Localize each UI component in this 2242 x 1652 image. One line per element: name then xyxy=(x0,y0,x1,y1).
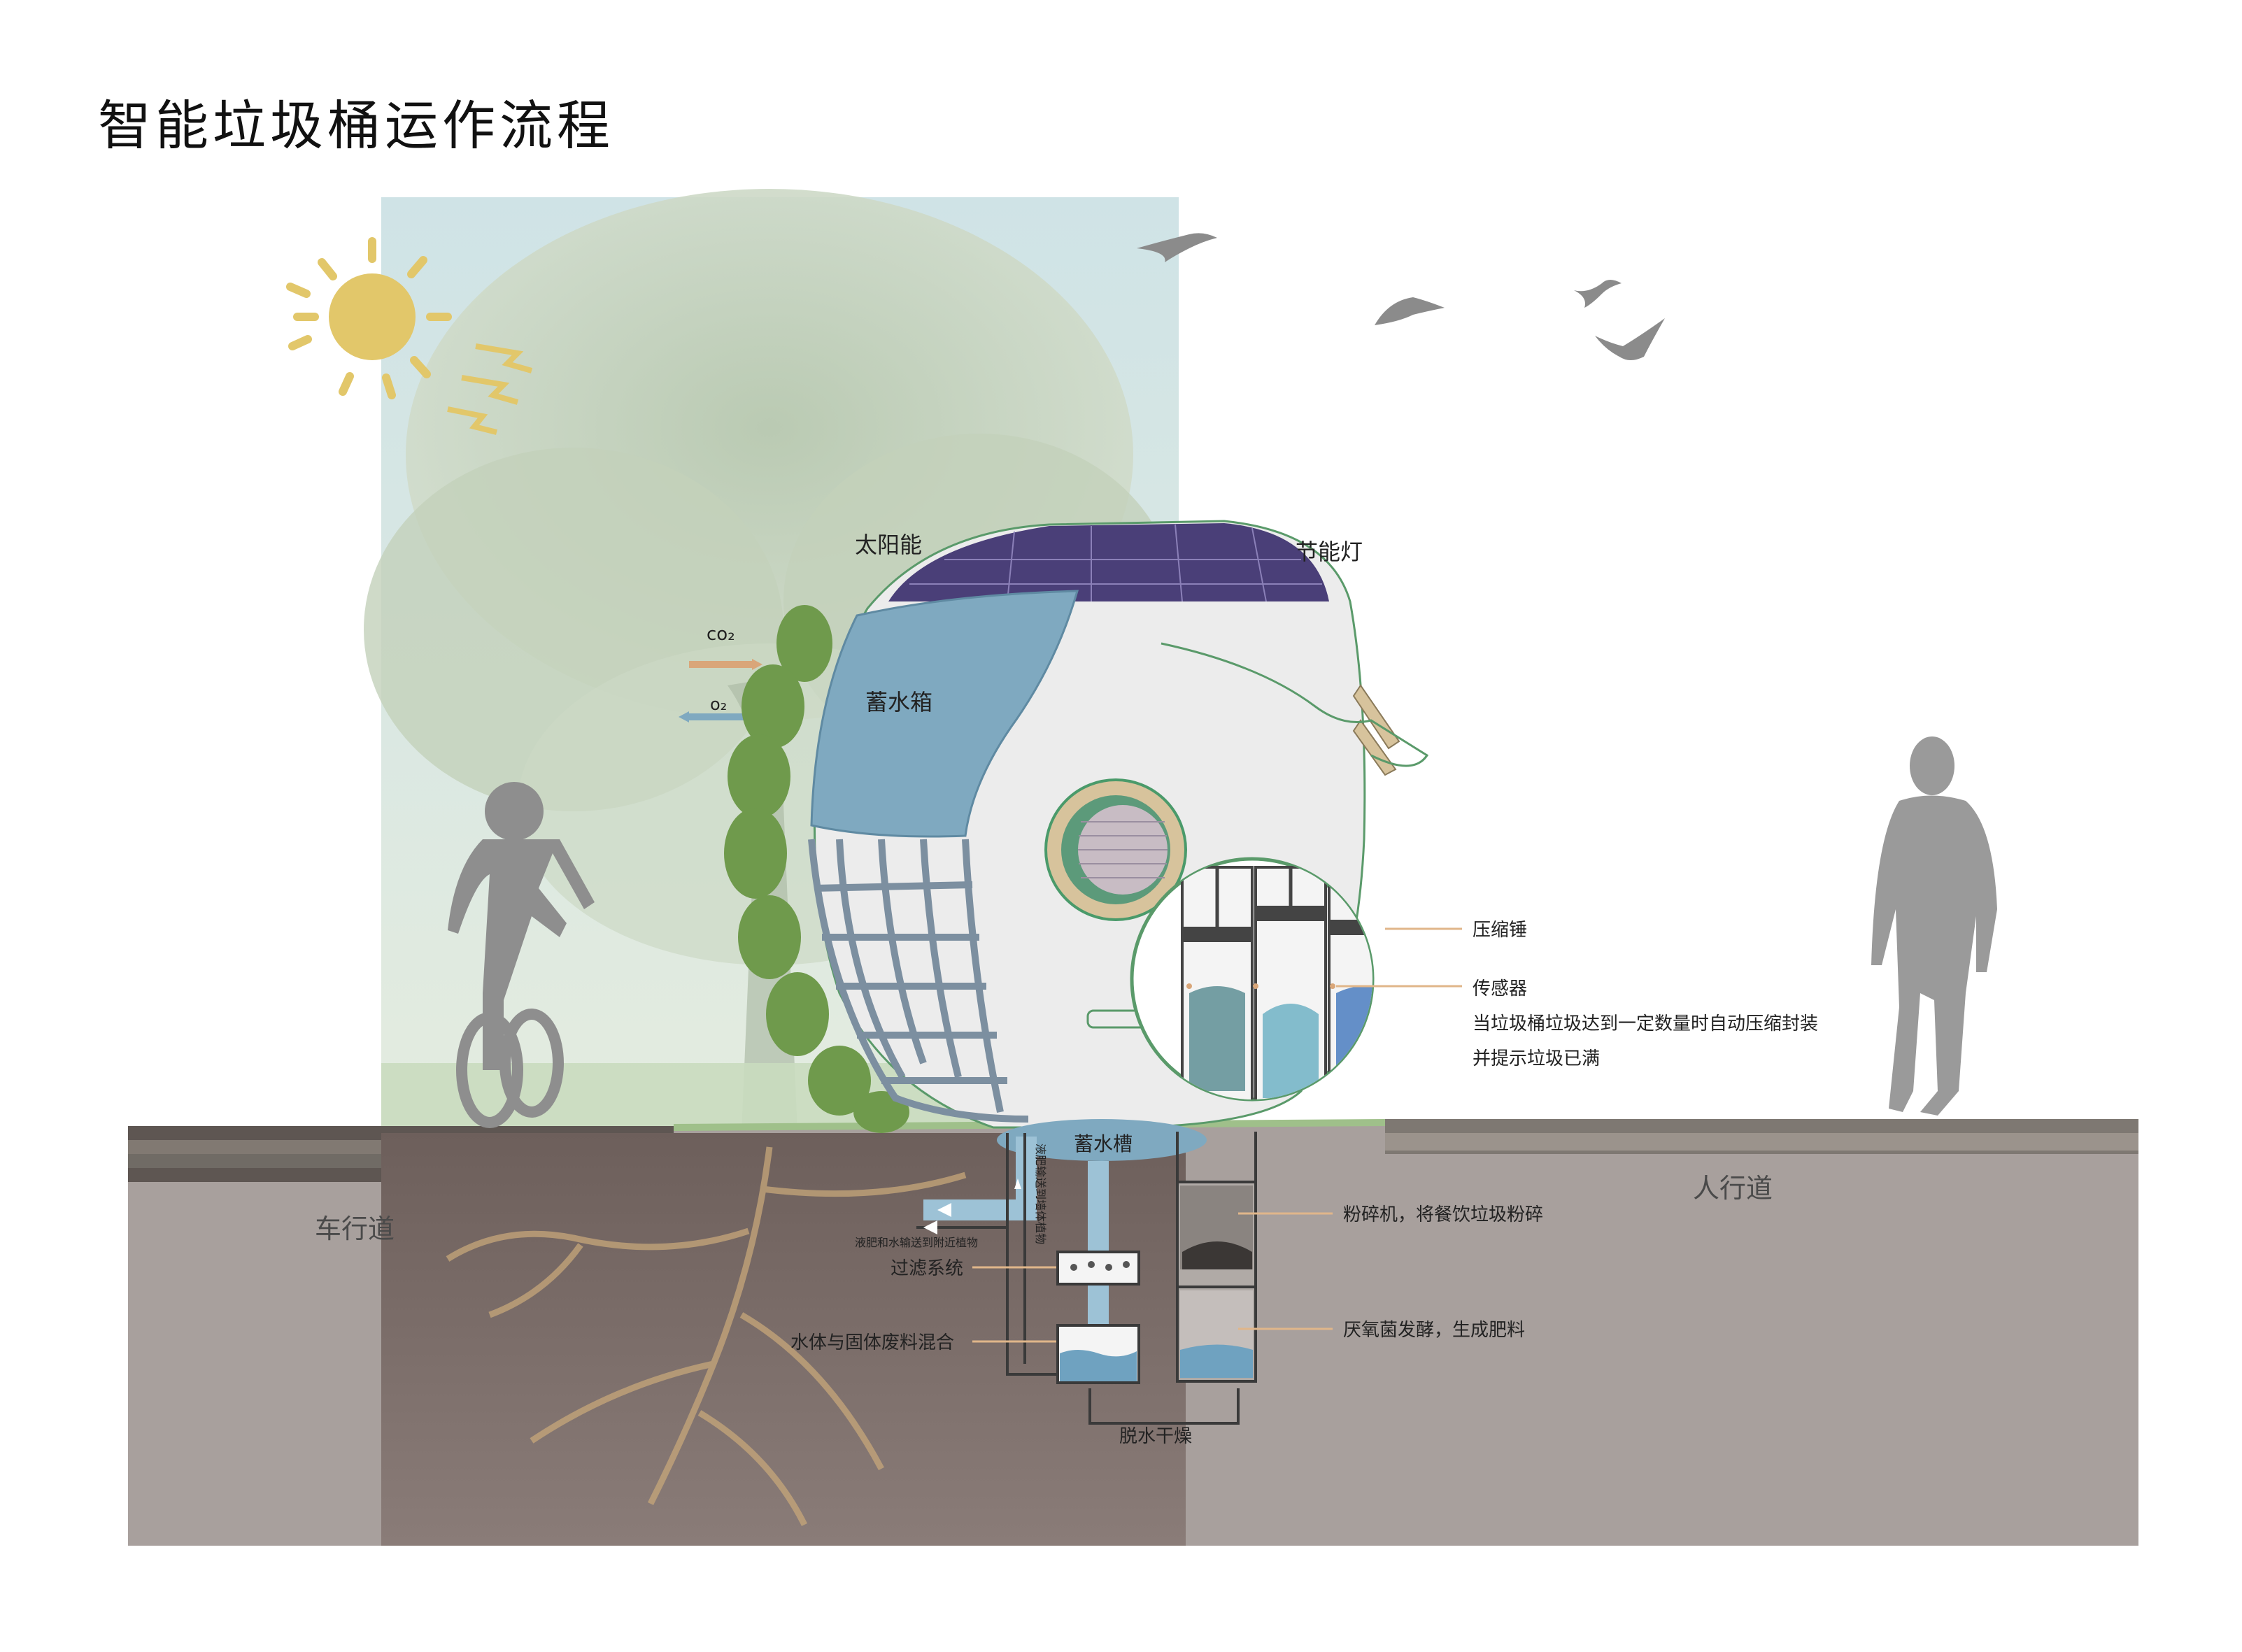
birds-icon xyxy=(1137,233,1665,360)
label-ferment: 厌氧菌发酵，生成肥料 xyxy=(1343,1320,1525,1341)
label-sensor: 传感器 xyxy=(1473,978,1527,999)
label-roadway: 车行道 xyxy=(315,1213,395,1244)
underground-system xyxy=(916,1119,1257,1425)
solar-panel xyxy=(888,523,1329,601)
roots-decoration xyxy=(446,1146,967,1527)
filter-box xyxy=(1056,1251,1140,1286)
o2-label: o₂ xyxy=(710,695,727,714)
pedestrian-silhouette xyxy=(1871,736,1997,1116)
label-water-trough: 蓄水槽 xyxy=(1074,1132,1133,1155)
water-trough xyxy=(997,1119,1207,1161)
trellis-grid xyxy=(808,839,1029,1123)
label-fertilizer-out: 液肥和水输送到附近植物 xyxy=(855,1236,978,1249)
label-fertilizer-pipe: 液肥输送到墙体植物 xyxy=(1034,1144,1047,1244)
cyclist-silhouette xyxy=(448,782,595,1128)
label-dehydrate: 脱水干燥 xyxy=(1119,1426,1192,1447)
sun-icon xyxy=(286,237,533,435)
label-lamp: 节能灯 xyxy=(1296,539,1363,565)
label-sensor-note-2: 并提示垃圾已满 xyxy=(1473,1048,1600,1069)
gas-exchange-arrows xyxy=(679,659,762,722)
water-tank xyxy=(810,590,1079,838)
label-solar: 太阳能 xyxy=(855,532,922,558)
co2-label: co₂ xyxy=(707,624,735,645)
leader-lines xyxy=(972,927,1462,1343)
green-wall xyxy=(724,605,909,1133)
label-compress-hammer: 压缩锤 xyxy=(1473,920,1527,941)
label-mix: 水体与固体废料混合 xyxy=(790,1332,954,1353)
label-filter: 过滤系统 xyxy=(891,1258,963,1279)
label-crusher: 粉碎机，将餐饮垃圾粉碎 xyxy=(1343,1204,1543,1225)
label-water-tank: 蓄水箱 xyxy=(865,689,932,715)
label-sidewalk: 人行道 xyxy=(1693,1173,1773,1204)
page-title: 智能垃圾桶运作流程 xyxy=(98,94,614,157)
label-sensor-note-1: 当垃圾桶垃圾达到一定数量时自动压缩封装 xyxy=(1473,1013,1818,1034)
